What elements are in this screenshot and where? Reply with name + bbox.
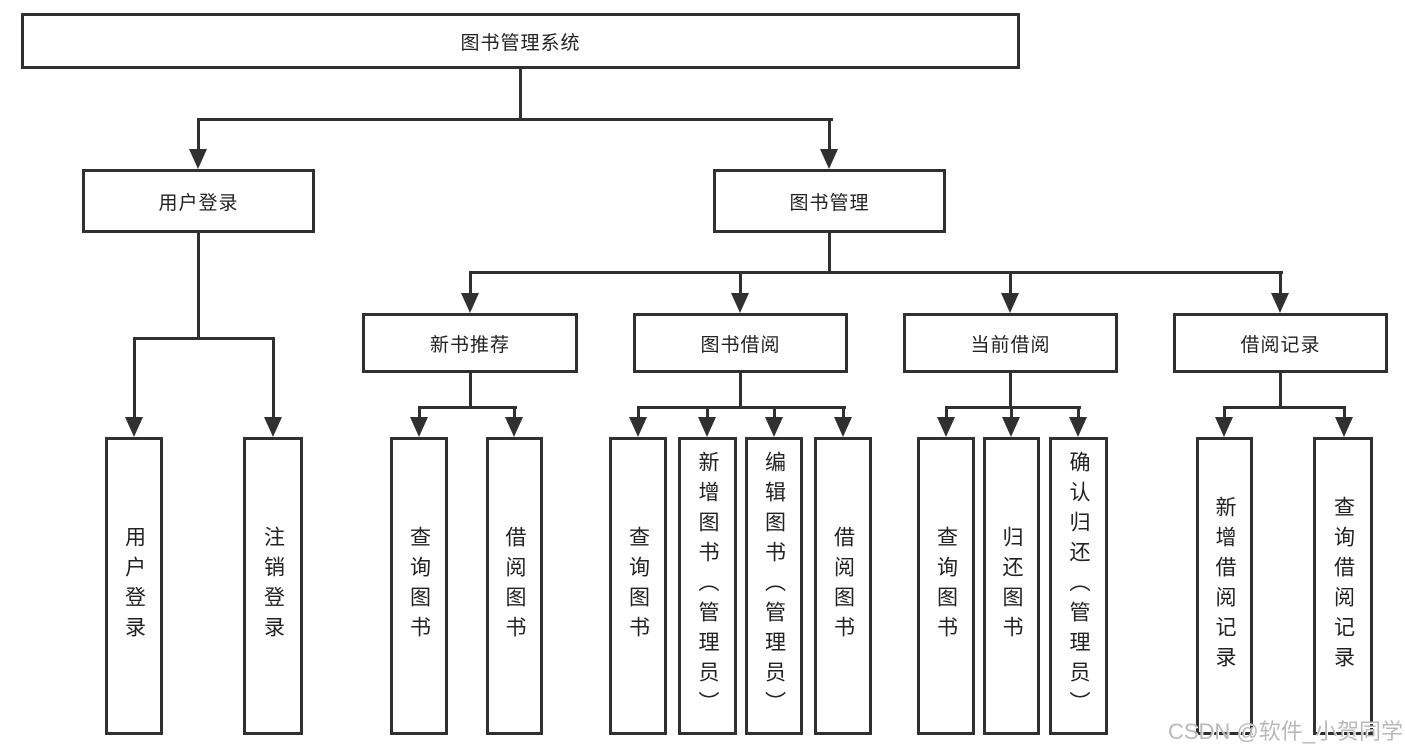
connector-line [945,406,948,417]
arrowhead-icon [410,417,428,437]
arrowhead-icon [264,417,282,437]
leaf-label: 用户登录 [122,526,146,646]
connector-line [469,271,472,293]
connector-line [945,406,1081,409]
arrowhead-icon [1271,293,1289,313]
connector-line [469,373,472,409]
leaf-label: 编辑图书（管理员） [762,451,786,721]
connector-line [1223,406,1226,417]
arrowhead-icon [765,417,783,437]
arrowhead-icon [834,417,852,437]
connector-line [828,118,831,149]
arrowhead-icon [189,149,207,169]
leaf-add-books-admin: 新增图书（管理员） [678,437,737,735]
arrowhead-icon [1069,417,1087,437]
connector-line [133,337,275,340]
arrowhead-icon [1001,293,1019,313]
leaf-label: 新增图书（管理员） [696,451,719,721]
arrowhead-icon [505,417,523,437]
node-book-management: 图书管理 [713,169,946,233]
connector-line [1077,406,1080,417]
leaf-logout: 注销登录 [243,437,303,735]
leaf-label: 借阅图书 [503,526,526,646]
leaf-label: 确认归还（管理员） [1067,451,1090,721]
leaf-user-login: 用户登录 [105,437,163,735]
node-new-book-recommendation: 新书推荐 [362,313,578,373]
arrowhead-icon [820,149,838,169]
connector-line [1223,406,1346,409]
connector-line [739,271,742,293]
connector-line [739,373,742,409]
leaf-confirm-return-admin: 确认归还（管理员） [1049,437,1108,735]
connector-line [773,406,776,417]
leaf-label: 查询借阅记录 [1331,496,1355,676]
connector-line [197,233,200,340]
node-user-login: 用户登录 [82,169,315,233]
node-library-management-system: 图书管理系统 [21,13,1020,69]
node-label: 新书推荐 [429,334,510,356]
connector-line [828,233,831,274]
connector-line [519,69,522,120]
connector-line [637,406,846,409]
arrowhead-icon [698,417,716,437]
leaf-query-books: 查询图书 [609,437,667,735]
arrowhead-icon [1335,417,1353,437]
node-label: 当前借阅 [970,334,1051,356]
connector-line [1009,373,1012,409]
leaf-borrow-books: 借阅图书 [486,437,543,735]
connector-line [272,337,275,417]
leaf-label: 查询图书 [407,526,431,646]
arrowhead-icon [731,293,749,313]
node-label: 借阅记录 [1240,334,1321,356]
arrowhead-icon [937,417,955,437]
arrowhead-icon [125,417,143,437]
leaf-return-books: 归还图书 [983,437,1040,735]
leaf-query-books: 查询图书 [917,437,975,735]
connector-line [1010,406,1013,417]
leaf-edit-books-admin: 编辑图书（管理员） [745,437,803,735]
node-label: 图书管理 [789,192,870,214]
connector-line [197,118,200,149]
leaf-borrow-books: 借阅图书 [814,437,872,735]
connector-line [706,406,709,417]
leaf-query-books: 查询图书 [390,437,448,735]
connector-line [418,406,517,409]
connector-line [842,406,845,417]
connector-line [1279,271,1282,293]
node-label: 图书管理系统 [460,32,581,54]
node-label: 用户登录 [158,192,239,214]
leaf-label: 查询图书 [934,526,958,646]
connector-line [469,271,1283,274]
node-book-borrowing: 图书借阅 [633,313,848,373]
connector-line [133,337,136,417]
arrowhead-icon [461,293,479,313]
leaf-add-borrow-record: 新增借阅记录 [1196,437,1253,735]
connector-line [1009,271,1012,293]
leaf-label: 归还图书 [1000,526,1023,646]
arrowhead-icon [1002,417,1020,437]
node-label: 图书借阅 [700,334,781,356]
leaf-label: 查询图书 [626,526,650,646]
connector-line [418,406,421,417]
leaf-label: 注销登录 [261,526,285,646]
leaf-query-borrow-record: 查询借阅记录 [1313,437,1373,735]
connector-line [637,406,640,417]
arrowhead-icon [629,417,647,437]
node-borrowing-records: 借阅记录 [1173,313,1388,373]
node-current-borrowing: 当前借阅 [903,313,1118,373]
csdn-watermark: CSDN @软件_小贺同学 [1167,719,1403,744]
connector-line [1279,373,1282,409]
leaf-label: 新增借阅记录 [1213,496,1236,676]
connector-line [197,118,833,121]
arrowhead-icon [1215,417,1233,437]
connector-line [513,406,516,417]
connector-line [1343,406,1346,417]
leaf-label: 借阅图书 [831,526,855,646]
